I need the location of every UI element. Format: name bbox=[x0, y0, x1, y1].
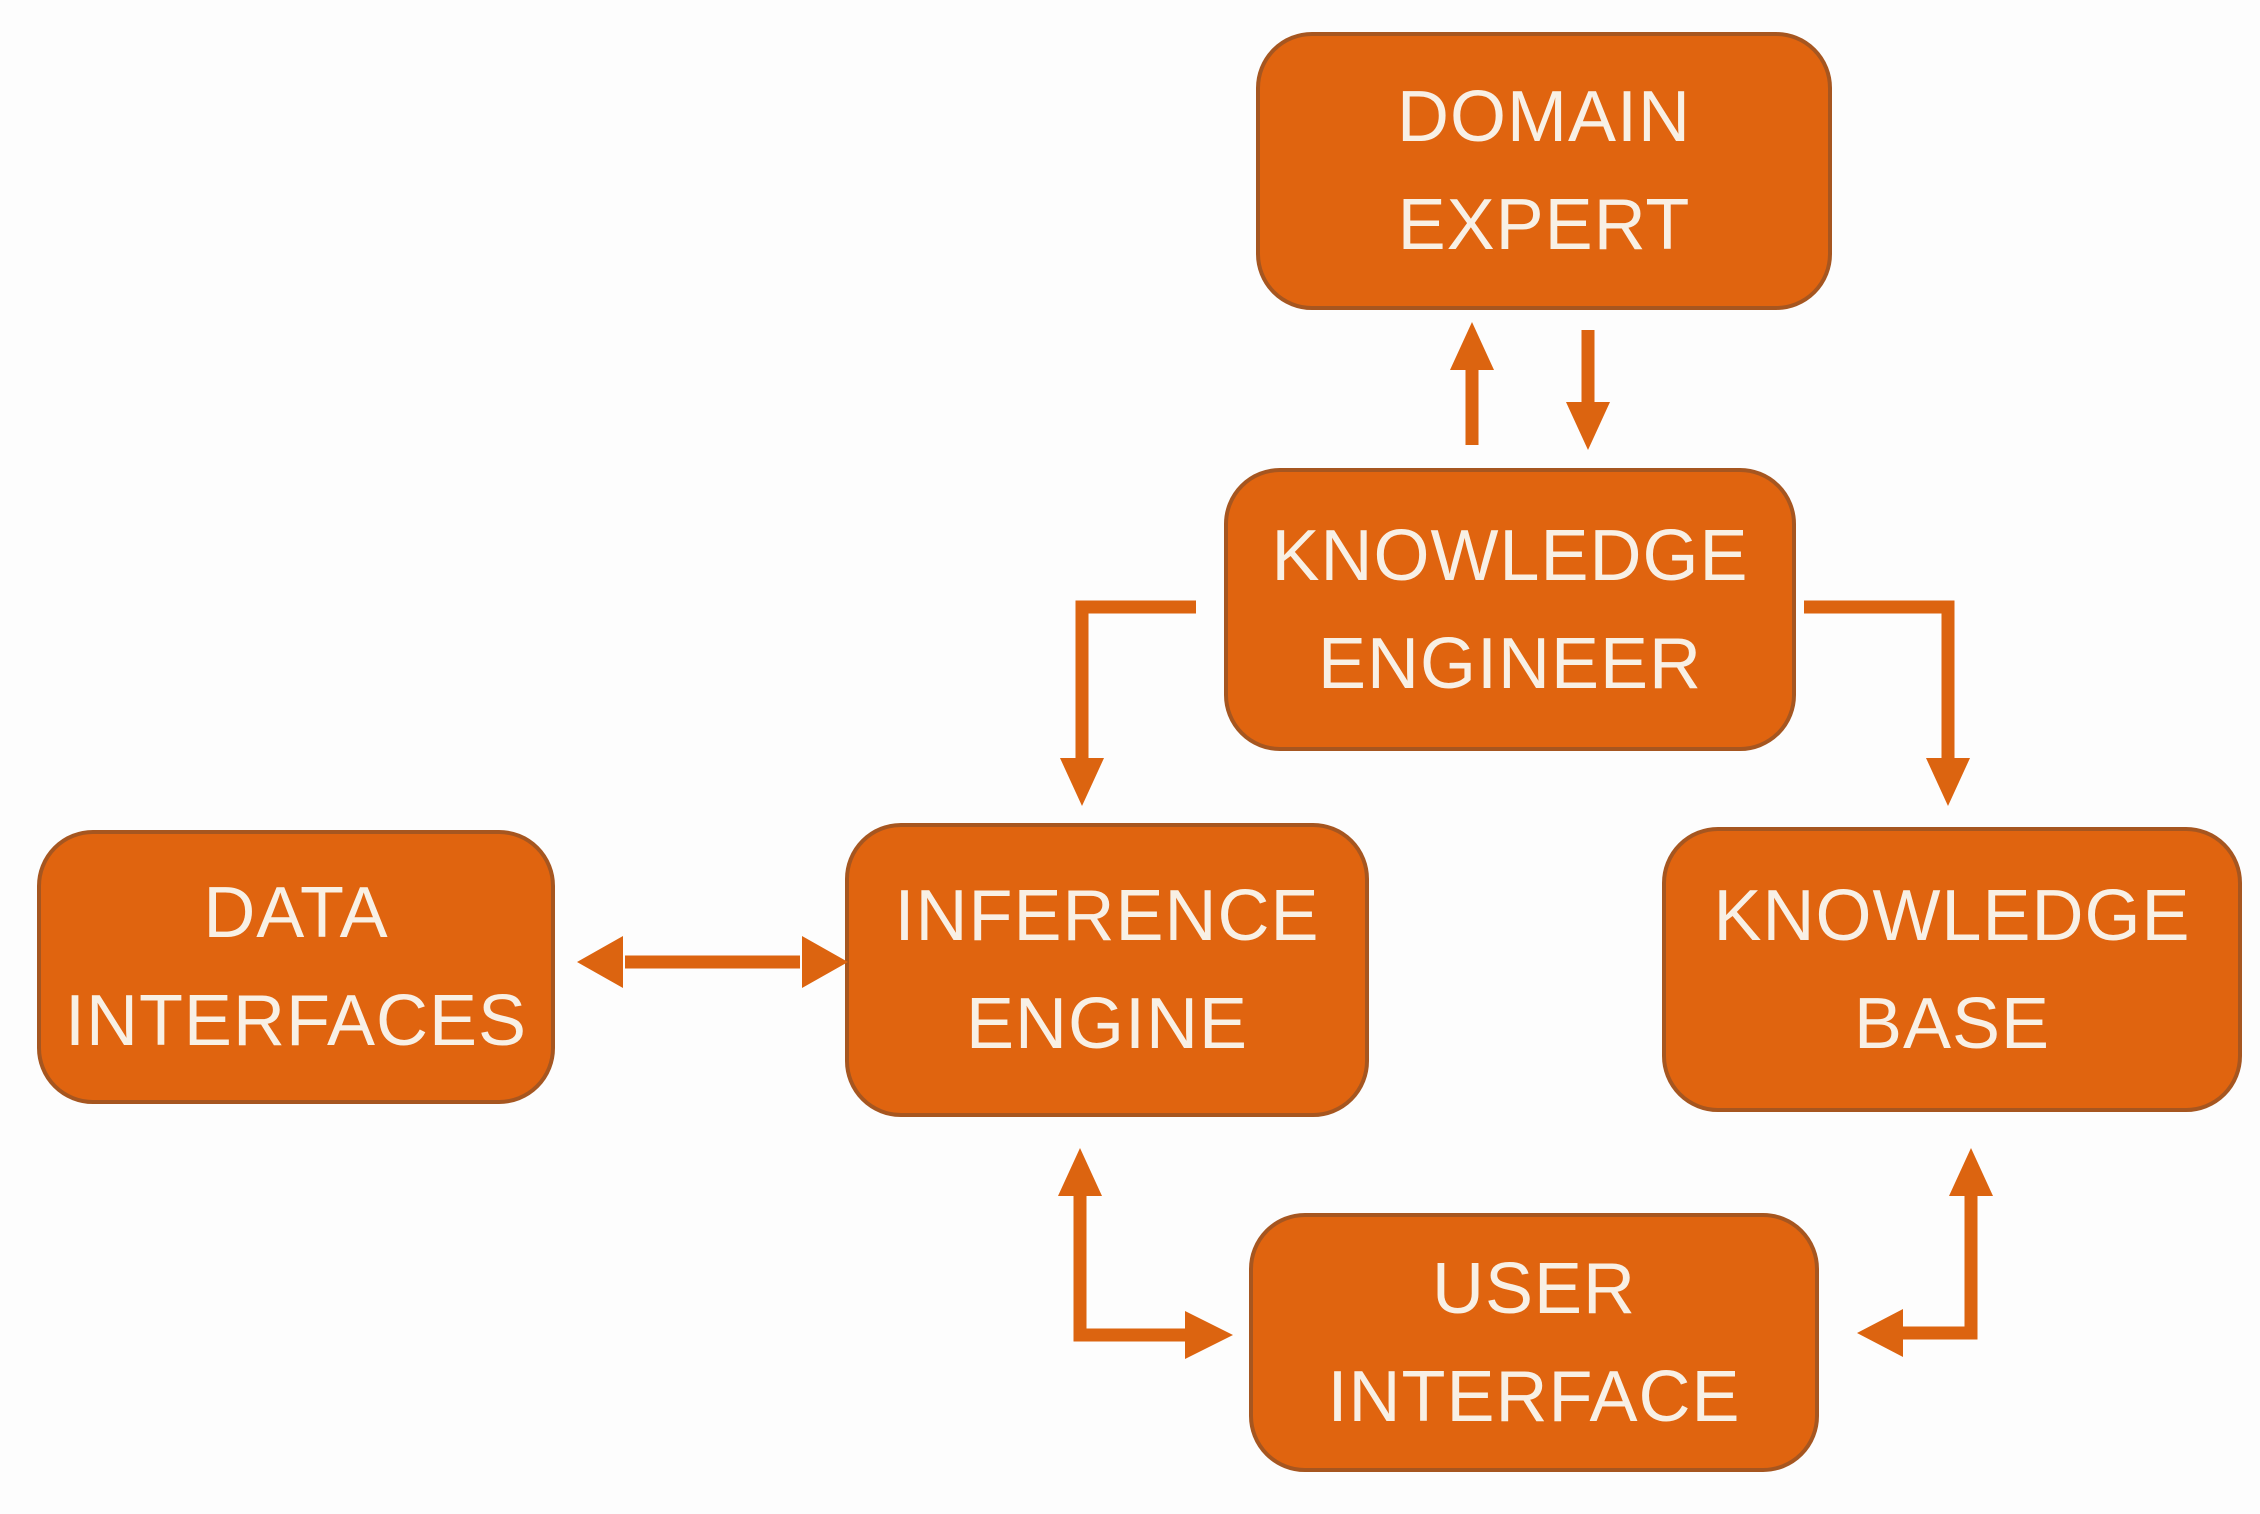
node-knowledge-engineer-label: KNOWLEDGE ENGINEER bbox=[1271, 515, 1749, 704]
node-inference-engine: INFERENCE ENGINE bbox=[845, 823, 1369, 1117]
arrow-knowledge-engineer-to-domain-expert bbox=[1450, 322, 1494, 445]
node-domain-expert-label: DOMAIN EXPERT bbox=[1397, 77, 1691, 265]
node-user-interface-label: USER INTERFACE bbox=[1327, 1248, 1741, 1437]
arrow-inference-engine-user-interface bbox=[1058, 1148, 1233, 1359]
arrow-knowledge-engineer-to-inference-engine bbox=[1060, 600, 1196, 806]
node-data-interfaces: DATA INTERFACES bbox=[37, 830, 555, 1104]
arrow-data-interfaces-inference-engine bbox=[577, 936, 848, 988]
node-inference-engine-label: INFERENCE ENGINE bbox=[894, 876, 1320, 1064]
arrow-knowledge-engineer-to-knowledge-base bbox=[1804, 600, 1970, 806]
node-domain-expert: DOMAIN EXPERT bbox=[1256, 32, 1832, 310]
node-knowledge-base: KNOWLEDGE BASE bbox=[1662, 827, 2242, 1112]
node-knowledge-engineer: KNOWLEDGE ENGINEER bbox=[1224, 468, 1796, 751]
arrow-domain-expert-to-knowledge-engineer bbox=[1566, 330, 1610, 450]
node-data-interfaces-label: DATA INTERFACES bbox=[64, 873, 528, 1061]
arrow-user-interface-knowledge-base bbox=[1857, 1148, 1993, 1357]
node-knowledge-base-label: KNOWLEDGE BASE bbox=[1713, 875, 2191, 1064]
node-user-interface: USER INTERFACE bbox=[1249, 1213, 1819, 1472]
